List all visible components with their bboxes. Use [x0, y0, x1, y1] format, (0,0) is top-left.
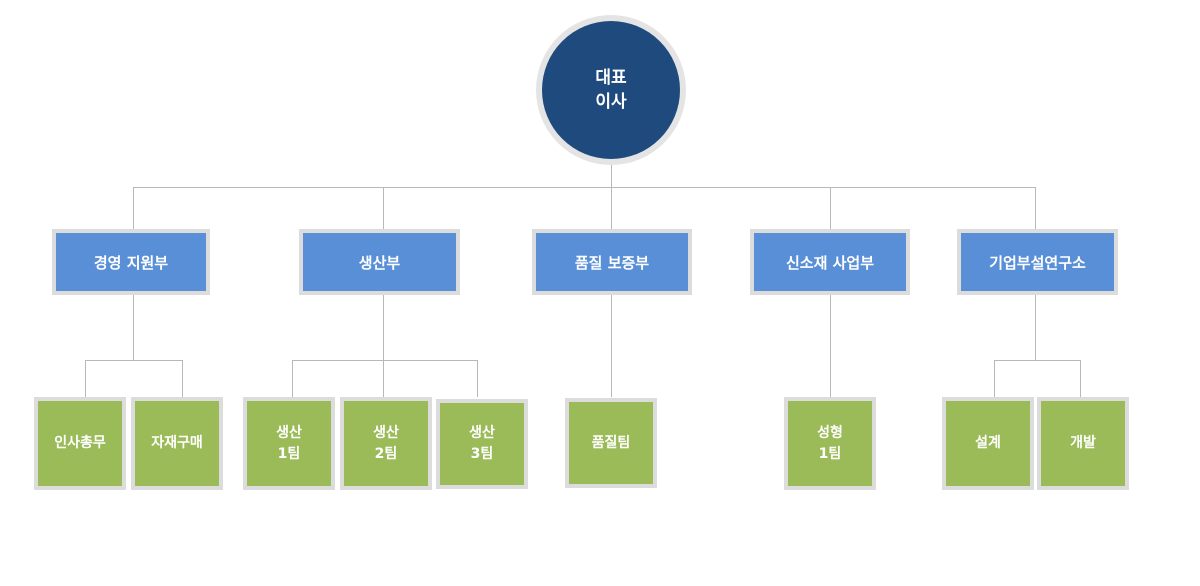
team-procurement: 자재구매	[131, 397, 223, 490]
team-production-1: 생산 1팀	[243, 397, 335, 490]
team-quality: 품질팀	[565, 398, 657, 488]
department-label: 품질 보증부	[574, 253, 650, 272]
department-production: 생산부	[299, 229, 460, 295]
team-design: 설계	[942, 397, 1034, 490]
team-hr-general-affairs: 인사총무	[34, 397, 126, 490]
department-label: 기업부설연구소	[989, 253, 1086, 272]
ceo-label: 대표 이사	[595, 66, 626, 114]
ceo-circle: 대표 이사	[542, 21, 680, 159]
ceo-label-line2: 이사	[595, 92, 627, 112]
team-production-2: 생산 2팀	[340, 397, 432, 490]
team-production-3: 생산 3팀	[436, 399, 528, 489]
team-development: 개발	[1037, 397, 1129, 490]
department-research-institute: 기업부설연구소	[957, 229, 1118, 295]
department-management-support: 경영 지원부	[52, 229, 210, 295]
ceo-node: 대표 이사	[536, 15, 686, 165]
department-label: 경영 지원부	[93, 253, 169, 272]
ceo-label-line1: 대표	[595, 68, 627, 88]
department-label: 신소재 사업부	[785, 253, 875, 272]
department-label: 생산부	[358, 253, 401, 272]
department-new-materials: 신소재 사업부	[750, 229, 910, 295]
department-quality-assurance: 품질 보증부	[532, 229, 692, 295]
team-molding-1: 성형 1팀	[784, 397, 876, 490]
